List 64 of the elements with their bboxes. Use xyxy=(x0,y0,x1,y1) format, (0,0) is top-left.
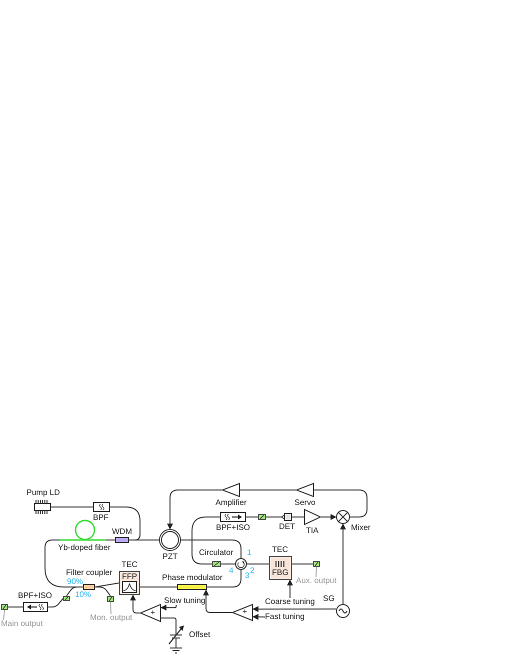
component-label: Amplifier xyxy=(216,499,247,507)
plus-sign: + xyxy=(150,609,156,617)
fiber-line xyxy=(266,516,282,518)
fiber-line xyxy=(160,618,176,624)
fiber-line xyxy=(246,516,258,518)
fiber-line xyxy=(48,598,64,608)
fiber-line xyxy=(94,582,120,588)
component-label: FFP xyxy=(122,573,138,581)
port-number: 4 xyxy=(229,567,234,575)
fiber-line xyxy=(206,570,242,588)
arrow xyxy=(167,490,222,530)
leader-line xyxy=(3,610,5,620)
component-label: TIA xyxy=(306,527,318,535)
component-label: SG xyxy=(323,595,335,603)
arrow xyxy=(130,594,140,614)
component-label: Mixer xyxy=(351,524,371,532)
fiber-line xyxy=(8,606,24,608)
component-label: Fast tuning xyxy=(265,613,305,621)
fiber-line xyxy=(106,539,116,540)
component-label: TEC xyxy=(272,546,288,554)
arrow xyxy=(252,606,336,612)
component-label: WDM xyxy=(112,528,132,536)
leader-line xyxy=(316,566,317,578)
leader-line xyxy=(110,602,112,614)
component-label: BPF xyxy=(93,514,109,522)
component-label: BPF+ISO xyxy=(18,592,52,600)
component-label: Yb-doped fiber xyxy=(58,544,110,552)
component-label: Offset xyxy=(189,631,210,639)
plus-sign: + xyxy=(242,608,248,616)
component-label: PZT xyxy=(162,553,178,561)
port-number: 3 xyxy=(245,572,250,580)
component-label: Mon. output xyxy=(90,614,132,622)
arrow xyxy=(320,514,337,520)
component-label: Coarse tuning xyxy=(265,598,315,606)
split-ratio: 10% xyxy=(75,591,92,599)
arrow xyxy=(160,604,177,611)
arrow xyxy=(203,589,232,613)
component-label: FBG xyxy=(272,569,288,577)
arrow xyxy=(340,523,346,604)
port-number: 2 xyxy=(250,567,254,575)
component-label: Servo xyxy=(294,499,316,507)
fiber-line xyxy=(192,516,220,564)
fiber-line xyxy=(50,506,94,508)
port-number: 1 xyxy=(247,549,252,557)
component-label: DET xyxy=(279,523,295,531)
arrow xyxy=(252,614,266,620)
component-label: Phase modulator xyxy=(162,574,222,582)
component-label: Pump LD xyxy=(26,489,60,497)
component-label: Slow tuning xyxy=(164,597,206,605)
component-label: Aux. output xyxy=(296,577,336,585)
fiber-line xyxy=(66,586,84,596)
fiber-line xyxy=(140,586,178,588)
component-label: Main output xyxy=(1,620,43,628)
fiber-line xyxy=(314,490,368,518)
fiber-line xyxy=(292,516,304,518)
fiber-line xyxy=(110,506,140,540)
component-label: Filter coupler xyxy=(66,569,112,577)
fiber-line xyxy=(94,586,111,596)
split-ratio: 90% xyxy=(67,578,84,586)
fiber-line xyxy=(180,540,242,558)
component-label: Circulator xyxy=(199,549,234,557)
arrow xyxy=(287,579,293,598)
component-label: BPF+ISO xyxy=(216,524,250,532)
component-label: TEC xyxy=(122,561,138,569)
